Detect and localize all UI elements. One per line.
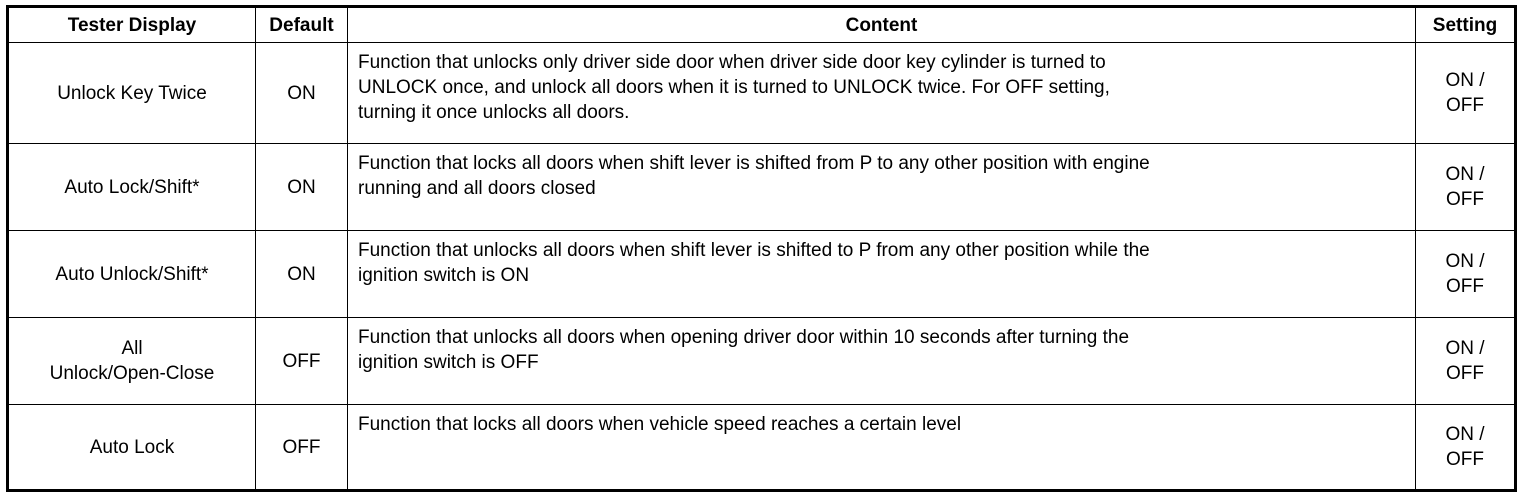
content-line: UNLOCK once, and unlock all doors when i…	[358, 77, 1110, 98]
content-line: Function that unlocks all doors when shi…	[358, 240, 1150, 261]
setting-option-on: ON /	[1445, 424, 1485, 445]
table-body: Unlock Key Twice ON Function that unlock…	[7, 42, 1516, 491]
setting-option-on: ON /	[1445, 70, 1485, 91]
content-line: ignition switch is OFF	[358, 352, 539, 373]
tester-display-name: Auto Unlock/Shift*	[55, 263, 209, 285]
content-line: Function that unlocks only driver side d…	[358, 52, 1106, 73]
content-line: Function that unlocks all doors when ope…	[358, 327, 1130, 348]
tester-display-name: Unlock Key Twice	[57, 82, 207, 104]
content-line: Function that locks all doors when vehic…	[358, 414, 962, 435]
column-header-setting: Setting	[1415, 6, 1516, 43]
cell-tester-display: Unlock Key Twice	[7, 42, 256, 144]
cell-content-description: Function that locks all doors when shift…	[347, 143, 1416, 231]
setting-option-on: ON /	[1445, 251, 1485, 272]
setting-option-off: OFF	[1446, 363, 1484, 384]
setting-option-off: OFF	[1446, 449, 1484, 470]
column-header-tester-display: Tester Display	[7, 6, 256, 43]
cell-default-value: ON	[255, 143, 348, 231]
cell-setting-options: ON / OFF	[1415, 230, 1516, 318]
cell-default-value: OFF	[255, 317, 348, 405]
spec-table-container: Tester Display Default Content Setting U…	[6, 5, 1517, 492]
cell-default-value: ON	[255, 230, 348, 318]
content-line: Function that locks all doors when shift…	[358, 153, 1150, 174]
tester-display-name: Auto Lock	[89, 436, 175, 458]
column-header-default: Default	[255, 6, 348, 43]
cell-setting-options: ON / OFF	[1415, 317, 1516, 405]
content-line: ignition switch is ON	[358, 265, 530, 286]
content-line: turning it once unlocks all doors.	[358, 102, 630, 123]
cell-default-value: ON	[255, 42, 348, 144]
cell-setting-options: ON / OFF	[1415, 143, 1516, 231]
cell-tester-display: All Unlock/Open-Close	[7, 317, 256, 405]
setting-option-off: OFF	[1446, 276, 1484, 297]
tester-display-name: Auto Lock/Shift*	[64, 176, 200, 198]
setting-option-on: ON /	[1445, 338, 1485, 359]
setting-option-off: OFF	[1446, 189, 1484, 210]
setting-option-on: ON /	[1445, 164, 1485, 185]
content-line: running and all doors closed	[358, 178, 596, 199]
setting-option-off: OFF	[1446, 95, 1484, 116]
cell-setting-options: ON / OFF	[1415, 42, 1516, 144]
column-header-content: Content	[347, 6, 1416, 43]
tester-display-name: All	[121, 338, 143, 359]
table-row: Unlock Key Twice ON Function that unlock…	[7, 42, 1516, 144]
tester-display-name-line2: Unlock/Open-Close	[49, 363, 215, 384]
cell-content-description: Function that unlocks all doors when shi…	[347, 230, 1416, 318]
tester-display-settings-table: Tester Display Default Content Setting U…	[6, 5, 1517, 492]
cell-tester-display: Auto Lock/Shift*	[7, 143, 256, 231]
header-row: Tester Display Default Content Setting	[7, 6, 1516, 43]
table-row: All Unlock/Open-Close OFF Function that …	[7, 317, 1516, 405]
table-row: Auto Unlock/Shift* ON Function that unlo…	[7, 230, 1516, 318]
cell-tester-display: Auto Unlock/Shift*	[7, 230, 256, 318]
cell-content-description: Function that unlocks only driver side d…	[347, 42, 1416, 144]
cell-content-description: Function that unlocks all doors when ope…	[347, 317, 1416, 405]
table-row: Auto Lock/Shift* ON Function that locks …	[7, 143, 1516, 231]
table-header: Tester Display Default Content Setting	[7, 6, 1516, 43]
